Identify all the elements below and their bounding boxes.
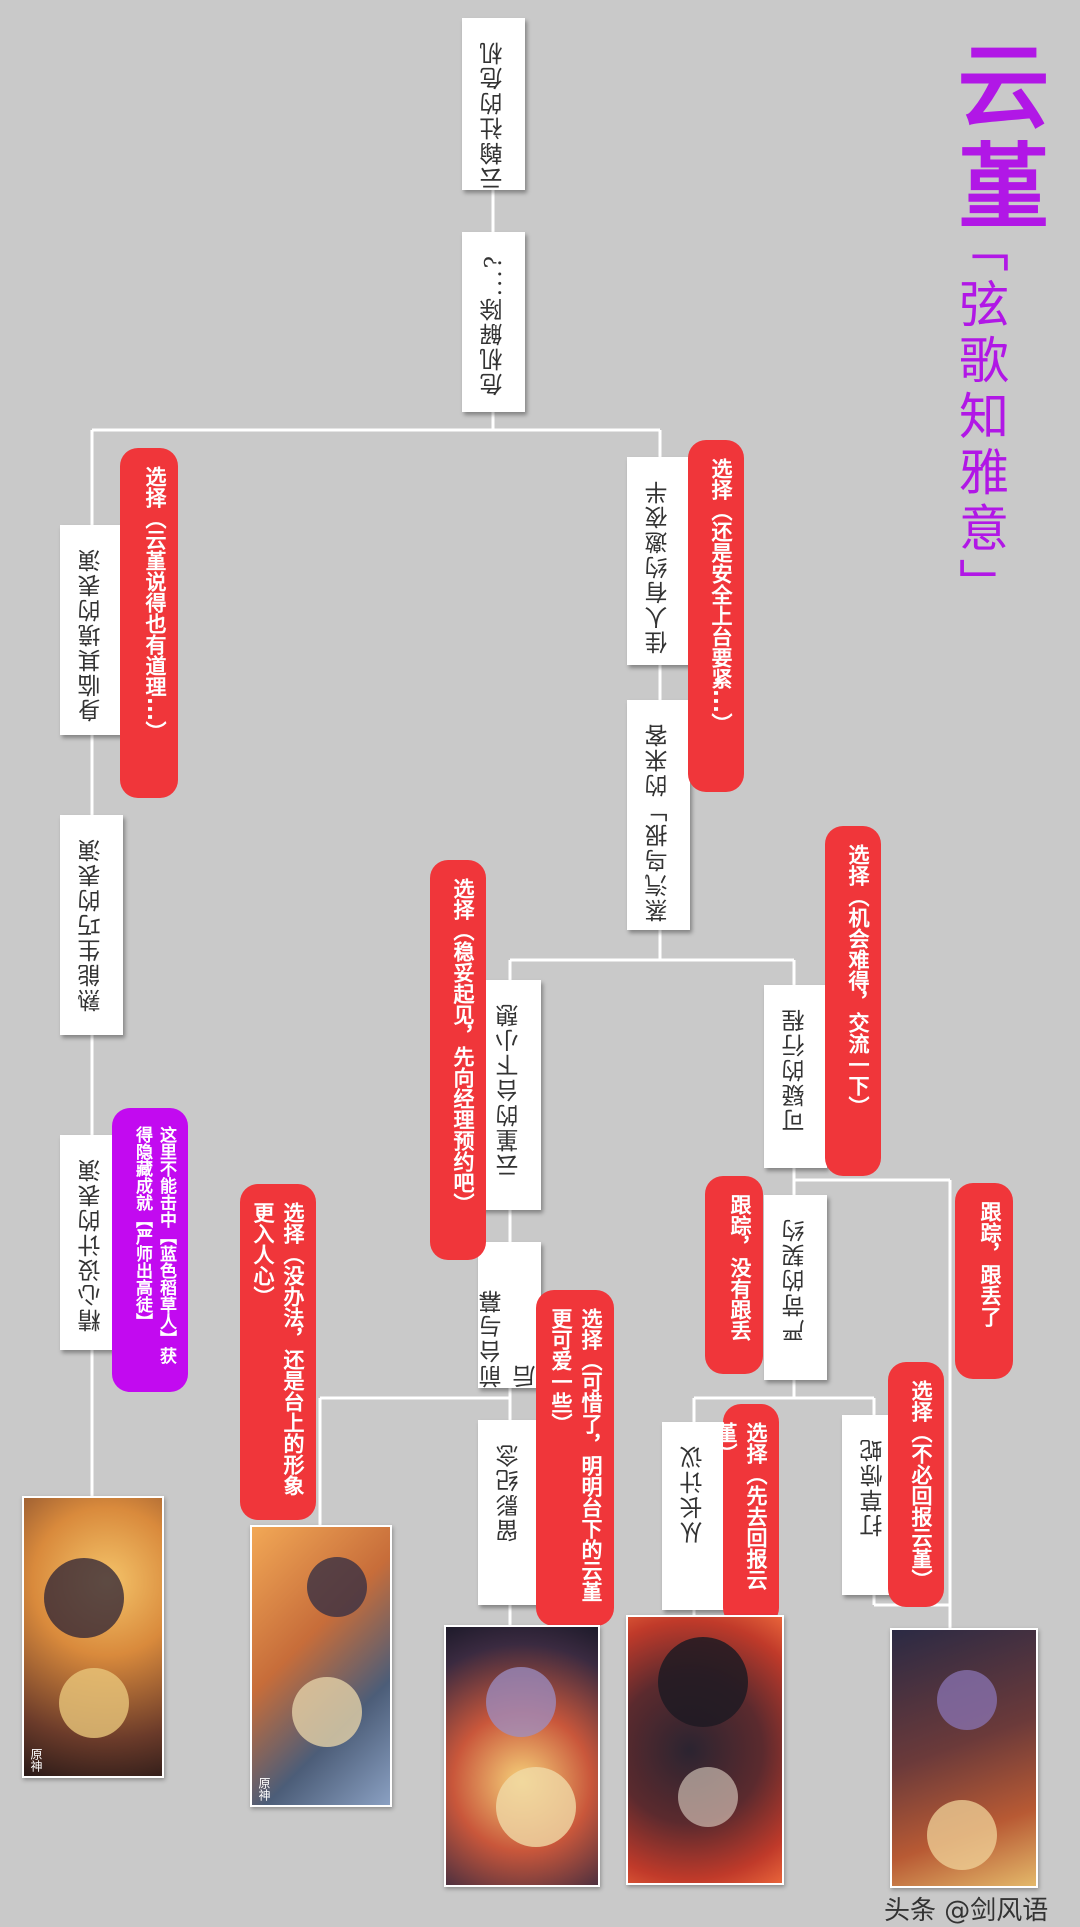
ending-image-long-term-plan [626, 1615, 784, 1885]
ending-image-onstage: 原神 [250, 1525, 392, 1807]
genshin-logo-mark: 原神 [257, 1777, 271, 1801]
node-photo-memento: 留影纪念 [478, 1420, 541, 1605]
node-practice-performance: 熟能生巧的表演 [60, 815, 123, 1035]
choice-safe-on-stage: 选择（还是安全上台要紧...） [688, 440, 744, 792]
choice-book-manager: 选择（稳妥起见，先向经理预约吧） [430, 860, 486, 1260]
diagram-title: 云堇 [942, 38, 1050, 238]
choice-onstage-image: 选择（没办法，还是台上的形象更入人心） [240, 1184, 316, 1520]
choice-report-first: 选择（先去回报云堇） [714, 1404, 779, 1626]
ending-image-photo-memento [444, 1625, 600, 1887]
choice-rare-chance: 选择（机会难得，交流一下） [825, 826, 881, 1176]
hidden-achievement-note: 这里不能击中【蓝色稻草人】获得隐藏成就【严师出高徒】 [112, 1108, 188, 1392]
node-strict-contract: 严苛的契约 [764, 1195, 827, 1380]
node-midnight-date: 佳人有约邀夜半 [627, 457, 690, 665]
node-crisis-resolved: 危机解除...? [462, 232, 525, 412]
choice-followed-not-lost: 跟踪，没有跟丢 [705, 1176, 763, 1374]
choice-yunjin-reasonable: 选择（云堇说得也有道理...） [120, 448, 178, 798]
choice-followed-lost: 跟踪，跟丢了 [955, 1183, 1013, 1379]
ending-image-designed-performance: 原神 [22, 1496, 164, 1778]
node-crisis: 云翰社的危机 [462, 18, 525, 190]
node-front-and-backstage: 前台与幕后 [478, 1242, 541, 1388]
ending-image-alert-enemy [890, 1628, 1038, 1888]
watermark: 头条 @剑风语 [884, 1896, 1049, 1926]
node-suspicious-trip: 可疑的行程 [764, 985, 827, 1168]
choice-offstage-cuter: 选择（可惜了，明明台下的云堇更可爱一些） [536, 1290, 614, 1626]
node-immersive-performance: 身临其境的表演 [60, 525, 123, 735]
choice-no-report: 选择（不必回报云堇） [888, 1362, 944, 1607]
node-long-term-plan: 从长计议 [662, 1422, 725, 1610]
diagram-subtitle: 「弦歌知雅意」 [951, 222, 1009, 614]
genshin-logo-mark: 原神 [29, 1748, 43, 1772]
node-yunjin-break: 云堇的台下小憩 [478, 980, 541, 1210]
node-steam-bird-visitor: 蒸汽鸟报」的来客 [627, 700, 690, 930]
